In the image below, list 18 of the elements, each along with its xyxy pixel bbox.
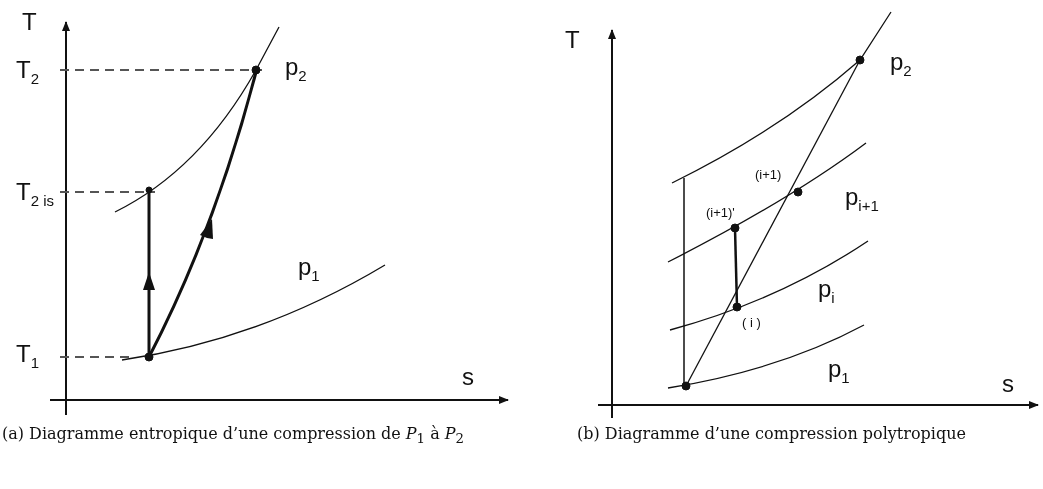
isobar-label: p$_{i}$ bbox=[818, 277, 835, 305]
figure-caption: (b) Diagramme d’une compression polytropique bbox=[577, 424, 967, 444]
isobar-label: p$_{2}$ bbox=[890, 50, 912, 78]
isobar-label: p$_{1}$ bbox=[828, 357, 850, 385]
axis-label: s bbox=[462, 365, 474, 389]
isobar-label: p$_{i+1}$ bbox=[845, 185, 879, 213]
axis-label: T bbox=[565, 28, 580, 52]
point-label: (i+1) bbox=[755, 168, 782, 181]
isobar-label: p$_{2}$ bbox=[285, 55, 307, 83]
axis-label: T bbox=[22, 10, 37, 34]
isobar-label: p$_{1}$ bbox=[298, 255, 320, 283]
axis-tick-label: T$_{2 is}$ bbox=[16, 180, 54, 208]
axis-label: s bbox=[1002, 372, 1014, 396]
point-label: ( i ) bbox=[742, 316, 761, 329]
axis-tick-label: T$_{1}$ bbox=[16, 342, 39, 370]
axis-tick-label: T$_{2}$ bbox=[16, 58, 39, 86]
point-label: (i+1)' bbox=[706, 206, 735, 219]
figure-caption: (a) Diagramme entropique d’une compression de P$_{1}$ à P$_{2}$ bbox=[2, 424, 466, 448]
